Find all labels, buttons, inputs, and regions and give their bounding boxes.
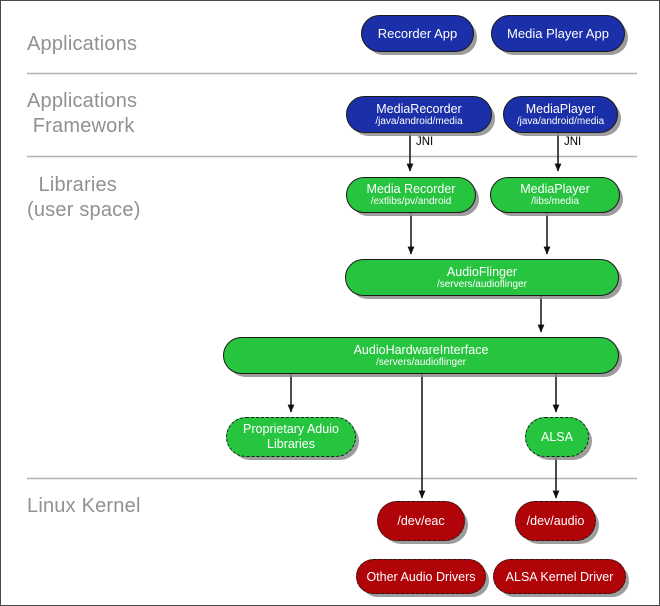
node-audioflinger-path: /servers/audioflinger [436, 278, 528, 290]
layer-label-applications: Applications [27, 33, 138, 55]
node-media-player-app[interactable]: Media Player App [491, 15, 625, 52]
node-audioflinger-title: AudioFlinger [446, 264, 518, 279]
node-mediaplayer-framework[interactable]: MediaPlayer /java/android/media [503, 96, 618, 133]
node-mediaplayer-framework-title: MediaPlayer [525, 101, 596, 116]
node-media-player-app-title: Media Player App [507, 25, 609, 41]
node-alsa-title: ALSA [541, 430, 573, 444]
node-audiohardwareinterface-path: /servers/audioflinger [375, 356, 467, 368]
node-dev-eac[interactable]: /dev/eac [377, 501, 465, 541]
node-alsa-kernel-driver-title: ALSA Kernel Driver [505, 569, 614, 584]
edge-label-jni-player: JNI [564, 136, 582, 148]
node-dev-audio[interactable]: /dev/audio [515, 501, 596, 541]
node-proprietary-audio-libraries-title: Proprietary Aduio Libraries [243, 422, 339, 451]
node-other-audio-drivers[interactable]: Other Audio Drivers [356, 559, 486, 594]
node-mediarecorder-framework-title: MediaRecorder [376, 101, 462, 116]
node-mediaplayer-lib[interactable]: MediaPlayer /libs/media [490, 177, 620, 213]
node-mediaplayer-framework-path: /java/android/media [516, 115, 605, 127]
node-alsa-kernel-driver[interactable]: ALSA Kernel Driver [493, 559, 626, 594]
node-media-recorder-lib[interactable]: Media Recorder /extlibs/pv/android [346, 177, 476, 213]
layer-label-libraries: Libraries (user space) [27, 174, 141, 221]
node-dev-eac-title: /dev/eac [397, 514, 445, 528]
node-mediaplayer-lib-title: MediaPlayer [520, 182, 590, 196]
node-mediarecorder-framework[interactable]: MediaRecorder /java/android/media [346, 96, 492, 133]
layer-label-linux-kernel: Linux Kernel [27, 495, 141, 517]
node-proprietary-audio-libraries[interactable]: Proprietary Aduio Libraries [226, 417, 356, 457]
node-media-recorder-lib-path: /extlibs/pv/android [370, 196, 452, 207]
node-dev-audio-title: /dev/audio [526, 514, 585, 528]
node-audioflinger[interactable]: AudioFlinger /servers/audioflinger [345, 259, 619, 296]
node-mediaplayer-lib-path: /libs/media [531, 196, 579, 207]
node-mediarecorder-framework-path: /java/android/media [375, 115, 463, 127]
node-recorder-app-title: Recorder App [377, 25, 458, 41]
node-audiohardwareinterface[interactable]: AudioHardwareInterface /servers/audiofli… [223, 337, 619, 374]
node-media-recorder-lib-title: Media Recorder [366, 182, 456, 196]
layer-label-applications-framework: Applications Framework [27, 90, 138, 137]
node-audiohardwareinterface-title: AudioHardwareInterface [353, 342, 489, 357]
edge-label-jni-recorder: JNI [416, 136, 434, 148]
node-recorder-app[interactable]: Recorder App [361, 15, 474, 52]
node-other-audio-drivers-title: Other Audio Drivers [366, 569, 476, 584]
node-alsa[interactable]: ALSA [525, 417, 589, 457]
